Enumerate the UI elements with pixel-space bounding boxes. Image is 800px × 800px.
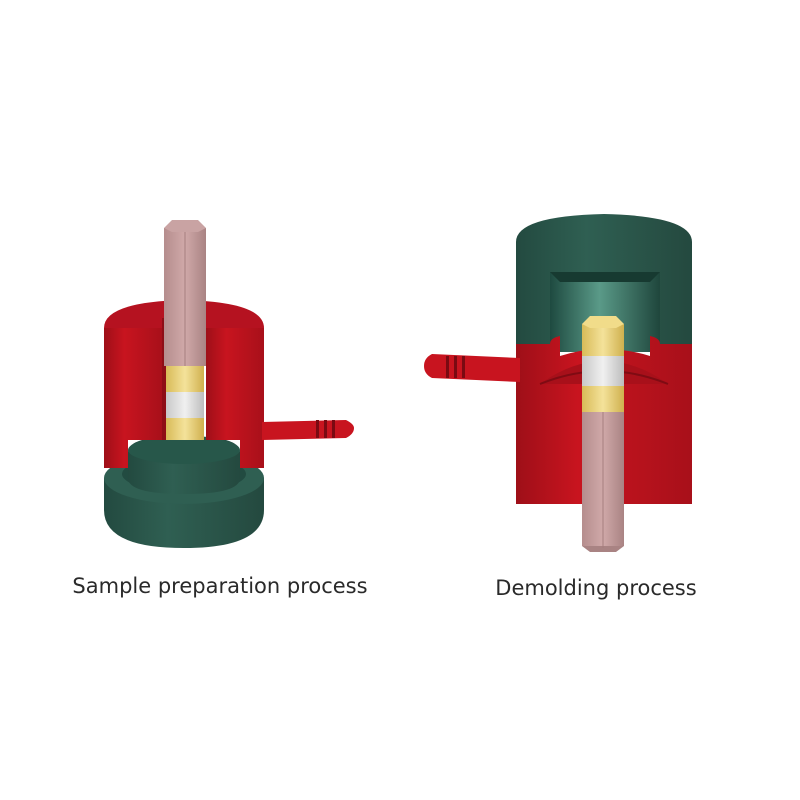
right-cap-body [516,214,692,352]
demolding-assembly [424,214,692,552]
left-mold-right-wall [206,328,264,468]
right-rod [582,410,624,552]
caption-sample-preparation: Sample preparation process [72,574,368,598]
left-sample-lower [166,418,204,440]
left-rod-top [164,220,206,232]
left-rod [164,220,206,366]
right-sample-middle [582,356,624,386]
left-base [104,436,264,548]
right-sample-top-face [582,316,624,328]
right-mold [424,336,692,504]
right-cap-cavity-shadow [550,272,660,282]
right-nozzle-ring-3 [462,356,465,378]
left-nozzle-ring-1 [316,420,319,438]
caption-demolding: Demolding process [495,576,697,600]
right-samples [582,316,624,412]
left-nozzle-ring-2 [324,420,327,438]
left-sample-upper [166,366,204,392]
left-sample-middle [166,392,204,418]
right-sample-lower [582,386,624,412]
left-nozzle [262,420,354,440]
left-base-boss-top [128,436,240,464]
left-samples [166,366,204,440]
right-nozzle-ring-2 [454,356,457,378]
left-nozzle-ring-3 [332,420,335,438]
left-mold-left-wall [104,328,162,468]
right-sample-upper [582,324,624,356]
right-rod-bottom [582,546,624,552]
right-nozzle [424,354,520,382]
sample-preparation-assembly [104,220,354,548]
right-nozzle-ring-1 [446,356,449,378]
